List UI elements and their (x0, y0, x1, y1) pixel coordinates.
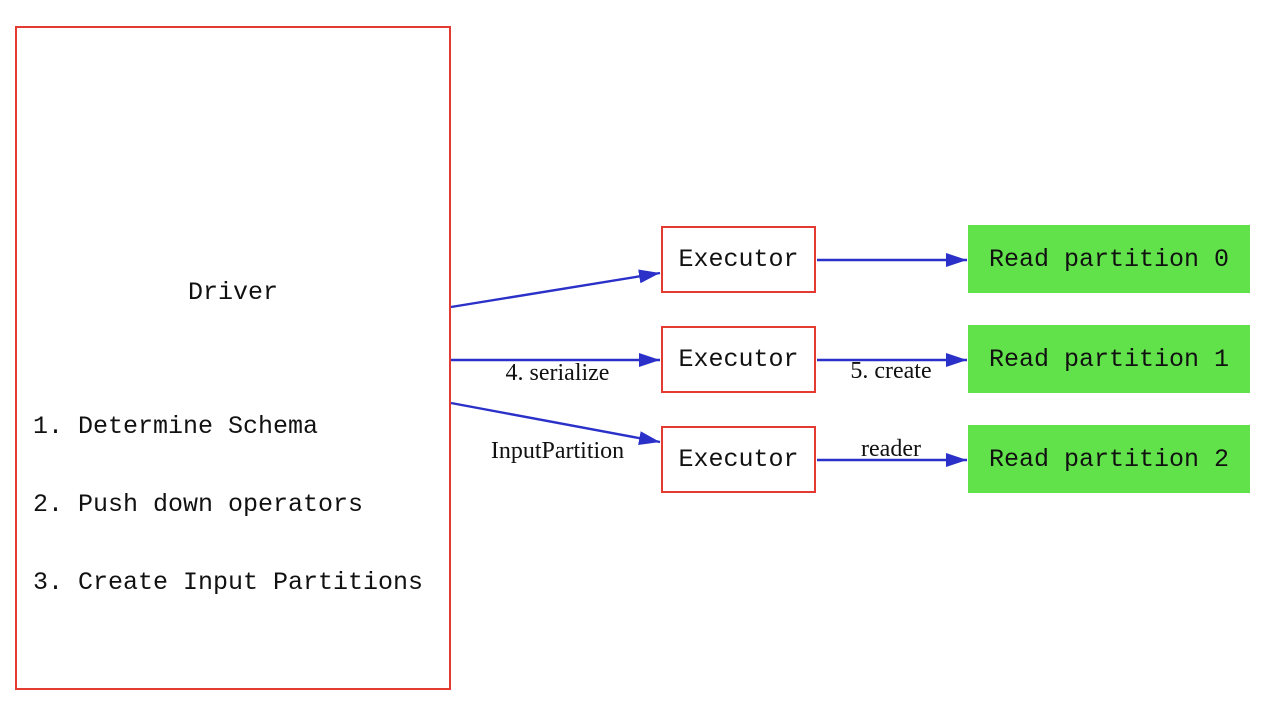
arrow-driver-to-executor-0 (450, 269, 661, 309)
arrow-label-create-reader-line2: reader (861, 436, 921, 462)
driver-title: Driver (187, 278, 278, 307)
partition-box-0: Read partition 0 (968, 225, 1250, 293)
arrow-label-serialize-line2: InputPartition (490, 438, 625, 464)
executor-box-2: Executor (661, 426, 816, 493)
arrow-label-serialize-line1: 4. serialize (505, 360, 610, 386)
arrow-label-serialize: 4. serialize InputPartition (450, 308, 665, 516)
driver-step-1: 1. Determine Schema (33, 412, 319, 441)
executor-box-1: Executor (661, 326, 816, 393)
partition-box-2: Read partition 2 (968, 425, 1250, 493)
driver-steps: 1. Determine Schema 2. Push down operato… (33, 362, 423, 648)
driver-step-2: 2. Push down operators (33, 490, 364, 519)
driver-box: Driver 1. Determine Schema 2. Push down … (15, 26, 451, 690)
arrow-label-create-reader-line1: 5. create (850, 358, 932, 384)
partition-box-1: Read partition 1 (968, 325, 1250, 393)
driver-step-3: 3. Create Input Partitions (33, 568, 424, 597)
arrow-label-create-reader: 5. create reader (818, 306, 964, 514)
executor-box-0: Executor (661, 226, 816, 293)
